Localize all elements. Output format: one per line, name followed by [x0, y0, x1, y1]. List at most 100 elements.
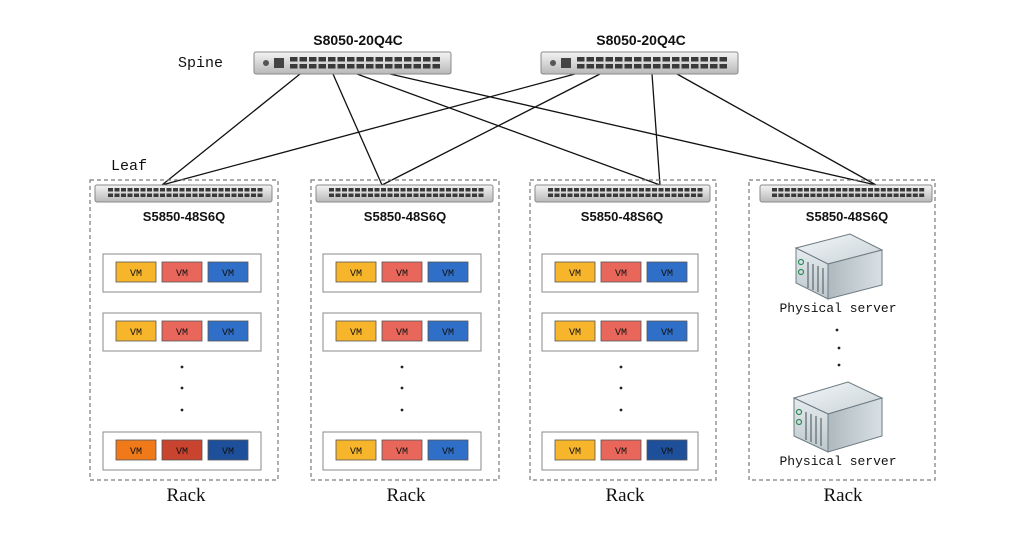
switch-port [394, 57, 402, 62]
switch-port [700, 64, 708, 69]
switch-port [309, 64, 317, 69]
switch-port [848, 188, 854, 192]
leaf-label: Leaf [111, 158, 147, 175]
switch-port [567, 188, 573, 192]
vm-block [207, 320, 249, 342]
switch-port [710, 64, 718, 69]
switch-port [348, 193, 354, 197]
switch-port [804, 188, 809, 192]
link-spine2-leaf1 [161, 73, 576, 186]
switch-port [772, 188, 777, 192]
switch-port [561, 193, 566, 197]
switch-port [375, 57, 383, 62]
switch-port [347, 57, 355, 62]
vm-block [646, 261, 688, 283]
vm-label: VM [350, 447, 362, 458]
switch-port [784, 188, 790, 192]
switch-port [874, 193, 880, 197]
switch-port [580, 188, 586, 192]
switch-port [413, 188, 419, 192]
switch-port [600, 193, 605, 197]
switch-port [329, 188, 334, 192]
vm-label: VM [442, 269, 454, 280]
switch-port [186, 193, 191, 197]
switch-port [423, 57, 431, 62]
switch-port [848, 193, 854, 197]
switch-port [861, 188, 867, 192]
switch-port [225, 193, 230, 197]
switch-port [420, 193, 425, 197]
physical-server-1-label: Physical server [779, 301, 896, 316]
switch-port [318, 57, 326, 62]
rack-2-label: Rack [386, 485, 426, 506]
vm-block [335, 439, 377, 461]
switch-port [140, 193, 146, 197]
switch-port [861, 193, 867, 197]
vm-label: VM [661, 447, 673, 458]
switch-port [337, 64, 345, 69]
switch-port [593, 193, 599, 197]
switch-port [681, 57, 689, 62]
switch-port [684, 193, 690, 197]
switch-port [574, 188, 579, 192]
switch-port [662, 57, 670, 62]
switch-port [653, 64, 661, 69]
switch-port [626, 188, 631, 192]
vm-label: VM [176, 328, 188, 339]
vm-label: VM [396, 447, 408, 458]
switch-port [554, 188, 560, 192]
switch-port [645, 193, 651, 197]
spine-switch-1: S8050-20Q4C [253, 32, 452, 75]
switch-port [478, 188, 484, 192]
switch-port [574, 193, 579, 197]
vm-block [600, 320, 642, 342]
switch-port [356, 64, 364, 69]
switch-port [829, 193, 835, 197]
vm-block [600, 439, 642, 461]
switch-port [691, 64, 699, 69]
switch-port [900, 188, 905, 192]
switch-port [231, 193, 237, 197]
vm-block [335, 261, 377, 283]
switch-port [784, 193, 790, 197]
switch-port [452, 193, 458, 197]
vm-label: VM [130, 269, 142, 280]
switch-port [121, 193, 126, 197]
switch-port [624, 57, 632, 62]
switch-port [355, 188, 360, 192]
rack-3: S5850-48S6Q Rack [529, 179, 717, 506]
physical-server-2: Physical server [779, 381, 897, 469]
switch-port [251, 188, 256, 192]
vm-block [381, 439, 423, 461]
switch-port [134, 193, 139, 197]
switch-port [374, 193, 380, 197]
switch-port [140, 188, 146, 192]
switch-port [893, 193, 899, 197]
rack-4: S5850-48S6Q Rack [748, 179, 936, 506]
switch-port [880, 193, 886, 197]
switch-port [299, 57, 307, 62]
switch-port [231, 188, 237, 192]
switch-port [868, 188, 873, 192]
switch-port [653, 57, 661, 62]
switch-port [605, 57, 613, 62]
uplink-lines [161, 73, 877, 186]
switch-port [385, 57, 393, 62]
switch-port [678, 193, 683, 197]
switch-port [153, 193, 159, 197]
switch-port [797, 188, 803, 192]
switch-port [697, 193, 703, 197]
switch-port [823, 188, 829, 192]
switch-port [290, 57, 298, 62]
physical-server-1: Physical server [779, 233, 897, 316]
switch-port [309, 57, 317, 62]
leaf-switch-4-model: S5850-48S6Q [806, 209, 888, 224]
switch-port [446, 193, 451, 197]
spine-switch-2-led [550, 60, 556, 66]
switch-port [356, 57, 364, 62]
switch-port [855, 193, 861, 197]
vm-block [207, 439, 249, 461]
switch-port [342, 193, 347, 197]
vm-label: VM [661, 269, 673, 280]
